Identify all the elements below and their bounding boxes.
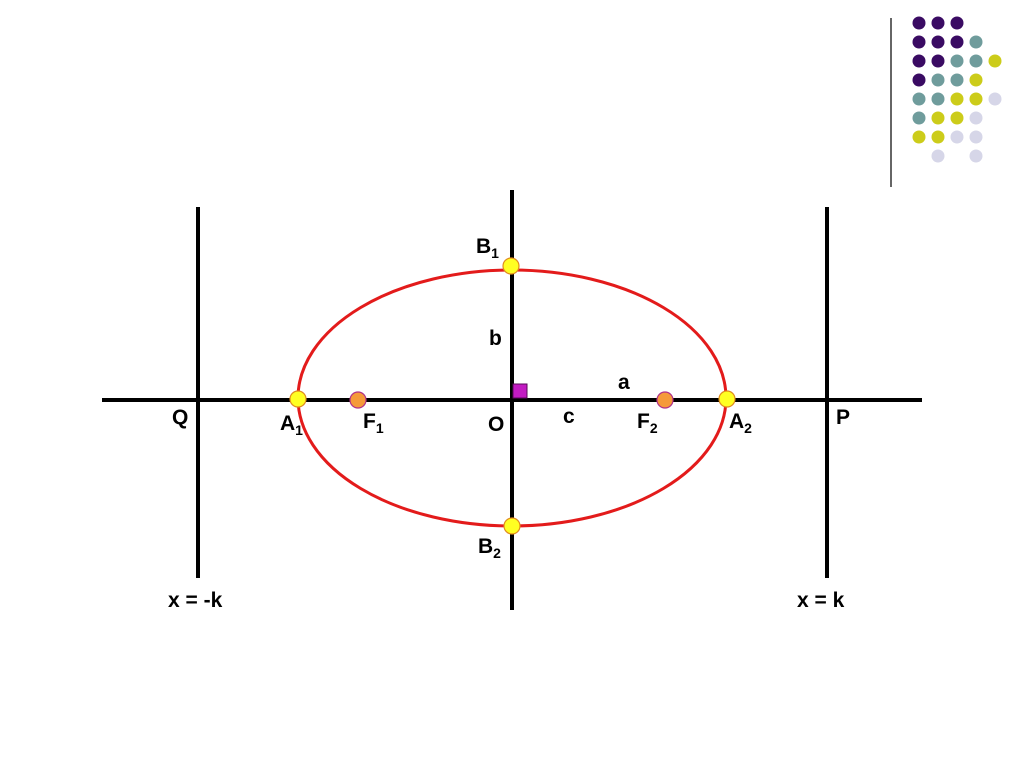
decorative-dot bbox=[931, 130, 945, 144]
decorative-dot bbox=[912, 130, 926, 144]
decorative-dot bbox=[969, 149, 983, 163]
decorative-dot bbox=[931, 16, 945, 30]
label-a2: A2 bbox=[729, 410, 752, 436]
decorative-dot bbox=[912, 16, 926, 30]
decorative-dot bbox=[931, 54, 945, 68]
decorative-dot bbox=[931, 149, 945, 163]
label-semi-major-a: a bbox=[618, 371, 630, 394]
decorative-dot bbox=[969, 92, 983, 106]
decorative-dot bbox=[988, 92, 1002, 106]
vertex-a1-point bbox=[289, 390, 307, 408]
label-f1: F1 bbox=[363, 410, 384, 436]
decorative-dot bbox=[969, 54, 983, 68]
decorative-dot bbox=[912, 35, 926, 49]
decorative-dot bbox=[950, 130, 964, 144]
label-q: Q bbox=[172, 406, 188, 429]
label-p: P bbox=[836, 406, 850, 429]
focus-f2-point bbox=[656, 391, 674, 409]
decorative-dot bbox=[950, 16, 964, 30]
label-f2: F2 bbox=[637, 410, 658, 436]
label-a1: A1 bbox=[280, 412, 303, 438]
vertex-b2-point bbox=[503, 517, 521, 535]
decorative-dot bbox=[950, 73, 964, 87]
vertex-a2-point bbox=[718, 390, 736, 408]
decorative-dot bbox=[950, 111, 964, 125]
decorative-dot bbox=[969, 130, 983, 144]
label-origin-o: O bbox=[488, 413, 504, 436]
label-directrix-right: x = k bbox=[797, 589, 845, 612]
right-angle-marker bbox=[512, 383, 528, 399]
decorative-dot bbox=[931, 35, 945, 49]
decorative-dot bbox=[912, 54, 926, 68]
focus-f1-point bbox=[349, 391, 367, 409]
label-focal-c: c bbox=[563, 405, 575, 428]
label-b1: B1 bbox=[476, 235, 499, 261]
label-b2: B2 bbox=[478, 535, 501, 561]
decorative-dot bbox=[931, 73, 945, 87]
decorative-dot-grid bbox=[912, 16, 1002, 163]
label-semi-minor-b: b bbox=[489, 327, 502, 350]
decorative-dot bbox=[931, 92, 945, 106]
decorative-dot bbox=[912, 111, 926, 125]
decorative-dot bbox=[931, 111, 945, 125]
label-directrix-left: x = -k bbox=[168, 589, 223, 612]
decorative-dot bbox=[950, 35, 964, 49]
decorative-dot bbox=[912, 92, 926, 106]
decorative-dot bbox=[950, 92, 964, 106]
decorative-dot bbox=[969, 111, 983, 125]
decorative-dot bbox=[912, 73, 926, 87]
vertex-b1-point bbox=[502, 257, 520, 275]
decorative-dot bbox=[969, 73, 983, 87]
decorative-dot bbox=[969, 35, 983, 49]
decorative-dot bbox=[950, 54, 964, 68]
decorative-dot bbox=[988, 54, 1002, 68]
